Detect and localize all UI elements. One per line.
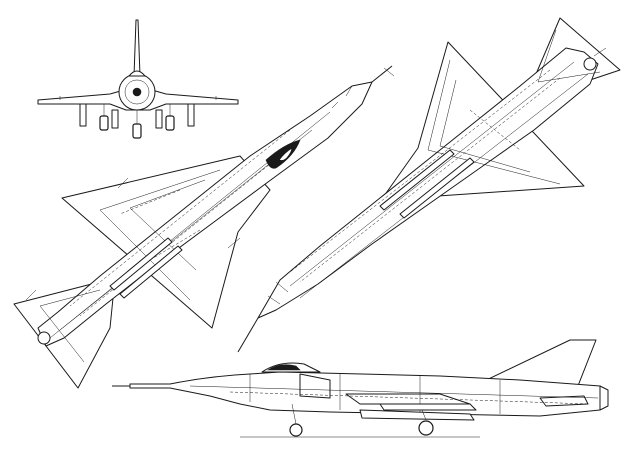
bottom-fuselage <box>257 47 599 319</box>
top-view <box>13 65 393 389</box>
front-nose-cone <box>132 87 142 97</box>
side-view <box>112 339 609 438</box>
front-view <box>37 19 239 139</box>
front-fin <box>133 19 141 77</box>
top-pitot <box>371 65 393 83</box>
bottom-view <box>237 17 621 353</box>
front-canopy <box>128 70 146 77</box>
front-main-wheel-left <box>99 115 109 131</box>
top-canopy <box>265 139 301 169</box>
front-main-wheel-right <box>165 115 175 131</box>
side-nose-wheel <box>289 423 303 437</box>
bottom-pitot <box>237 317 259 353</box>
side-main-wheel <box>418 420 434 436</box>
front-nose-wheel <box>132 123 142 139</box>
